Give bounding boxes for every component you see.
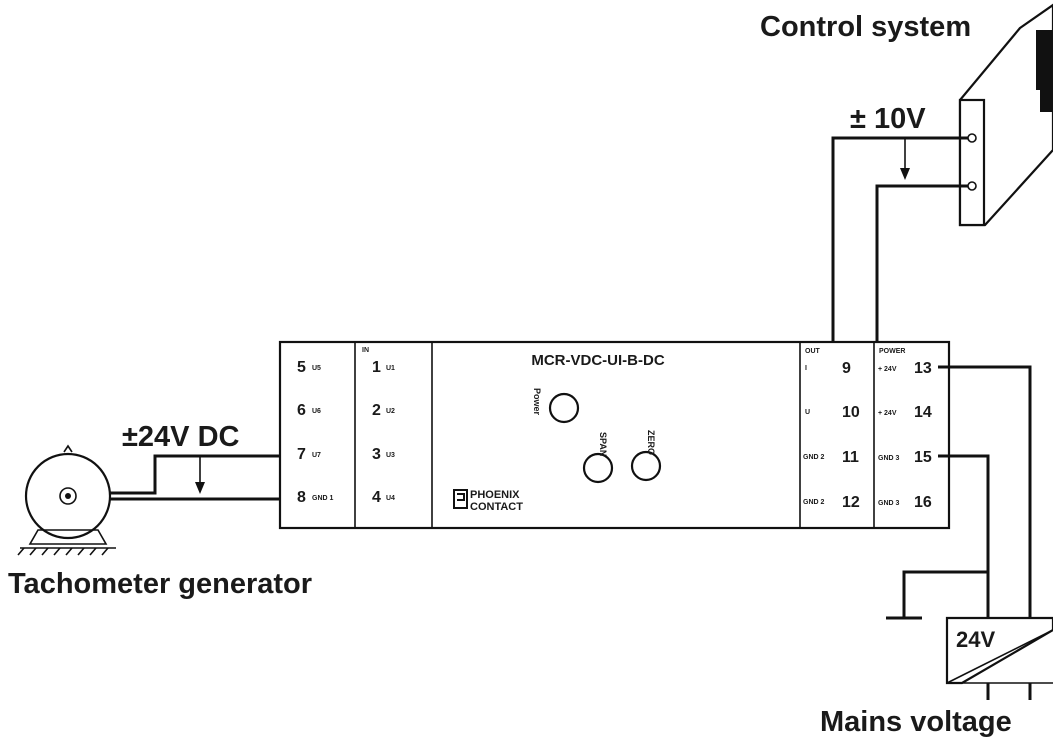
module-model: MCR-VDC-UI-B-DC bbox=[531, 352, 664, 369]
terminal-number: 2 bbox=[372, 402, 381, 419]
terminal-number: 7 bbox=[297, 446, 306, 463]
wire-power-24v bbox=[938, 365, 1032, 640]
label-input-voltage: ±24V DC bbox=[122, 421, 240, 453]
label-control-system: Control system bbox=[760, 11, 971, 43]
power-led bbox=[548, 392, 580, 424]
terminal-tag: + 24V bbox=[878, 366, 897, 373]
terminal-block-out: I 9 U 10 GND 2 11 GND 2 12 bbox=[803, 360, 860, 511]
label-output-voltage: ± 10V bbox=[850, 103, 926, 135]
terminal-number: 1 bbox=[372, 359, 381, 376]
terminal-tag: U7 bbox=[312, 452, 321, 459]
terminal-block-power: + 24V 13 + 24V 14 GND 3 15 GND 3 16 bbox=[878, 360, 932, 511]
knob-label-span: SPAN bbox=[598, 432, 608, 456]
phoenix-contact-logo: PHOENIX CONTACT bbox=[453, 489, 523, 513]
module-body bbox=[278, 340, 951, 530]
terminal-tag: U4 bbox=[386, 495, 395, 502]
brand-line-1: PHOENIX bbox=[470, 489, 520, 501]
tachometer-generator-icon bbox=[17, 444, 116, 556]
terminal-tag: U2 bbox=[386, 408, 395, 415]
wire-power-gnd bbox=[938, 454, 990, 620]
terminal-block-left: 5 U5 6 U6 7 U7 8 GND 1 bbox=[297, 359, 334, 506]
terminal-number: 15 bbox=[914, 449, 932, 466]
terminal-tag: U1 bbox=[386, 365, 395, 372]
header-power: POWER bbox=[879, 348, 905, 355]
terminal-tag: I bbox=[805, 365, 807, 372]
terminal-tag: U5 bbox=[312, 365, 321, 372]
terminal-number: 3 bbox=[372, 446, 381, 463]
terminal-tag: GND 1 bbox=[312, 495, 334, 502]
brand-line-2: CONTACT bbox=[470, 501, 523, 513]
terminal-number: 16 bbox=[914, 494, 932, 511]
wire-tacho-u7 bbox=[70, 454, 279, 495]
terminal-block-in: 1 U1 2 U2 3 U3 4 U4 bbox=[372, 359, 395, 506]
terminal-tag: GND 2 bbox=[803, 454, 825, 461]
terminal-number: 14 bbox=[914, 404, 932, 421]
terminal-tag: GND 3 bbox=[878, 500, 900, 507]
terminal-tag: GND 2 bbox=[803, 499, 825, 506]
terminal-number: 6 bbox=[297, 402, 306, 419]
header-in: IN bbox=[362, 347, 369, 354]
terminal-number: 11 bbox=[842, 449, 859, 466]
terminal-tag: U6 bbox=[312, 408, 321, 415]
zero-potentiometer[interactable] bbox=[630, 450, 662, 482]
terminal-number: 5 bbox=[297, 359, 306, 376]
voltage-arrow-head-in bbox=[195, 482, 205, 494]
label-mains-voltage: Mains voltage bbox=[820, 706, 1012, 738]
terminal-tag: GND 3 bbox=[878, 455, 900, 462]
header-out: OUT bbox=[805, 348, 821, 355]
terminal-number: 9 bbox=[842, 360, 851, 377]
knob-label-zero: ZERO bbox=[646, 430, 656, 455]
terminal-number: 4 bbox=[372, 489, 381, 506]
label-psu-voltage: 24V bbox=[956, 627, 995, 652]
terminal-tag: U bbox=[805, 409, 810, 416]
terminal-tag: U3 bbox=[386, 452, 395, 459]
terminal-number: 10 bbox=[842, 404, 860, 421]
voltage-arrow-head-out bbox=[900, 168, 910, 180]
terminal-number: 8 bbox=[297, 489, 306, 506]
control-system-card bbox=[958, 3, 1053, 227]
label-tachometer: Tachometer generator bbox=[8, 568, 312, 600]
span-potentiometer[interactable] bbox=[582, 452, 614, 484]
terminal-number: 12 bbox=[842, 494, 860, 511]
terminal-number: 13 bbox=[914, 360, 932, 377]
power-supply-unit bbox=[945, 616, 1053, 685]
knob-label-power: Power bbox=[532, 388, 542, 416]
terminal-tag: + 24V bbox=[878, 410, 897, 417]
card-chip bbox=[1040, 72, 1053, 112]
wire-ground bbox=[902, 570, 988, 618]
